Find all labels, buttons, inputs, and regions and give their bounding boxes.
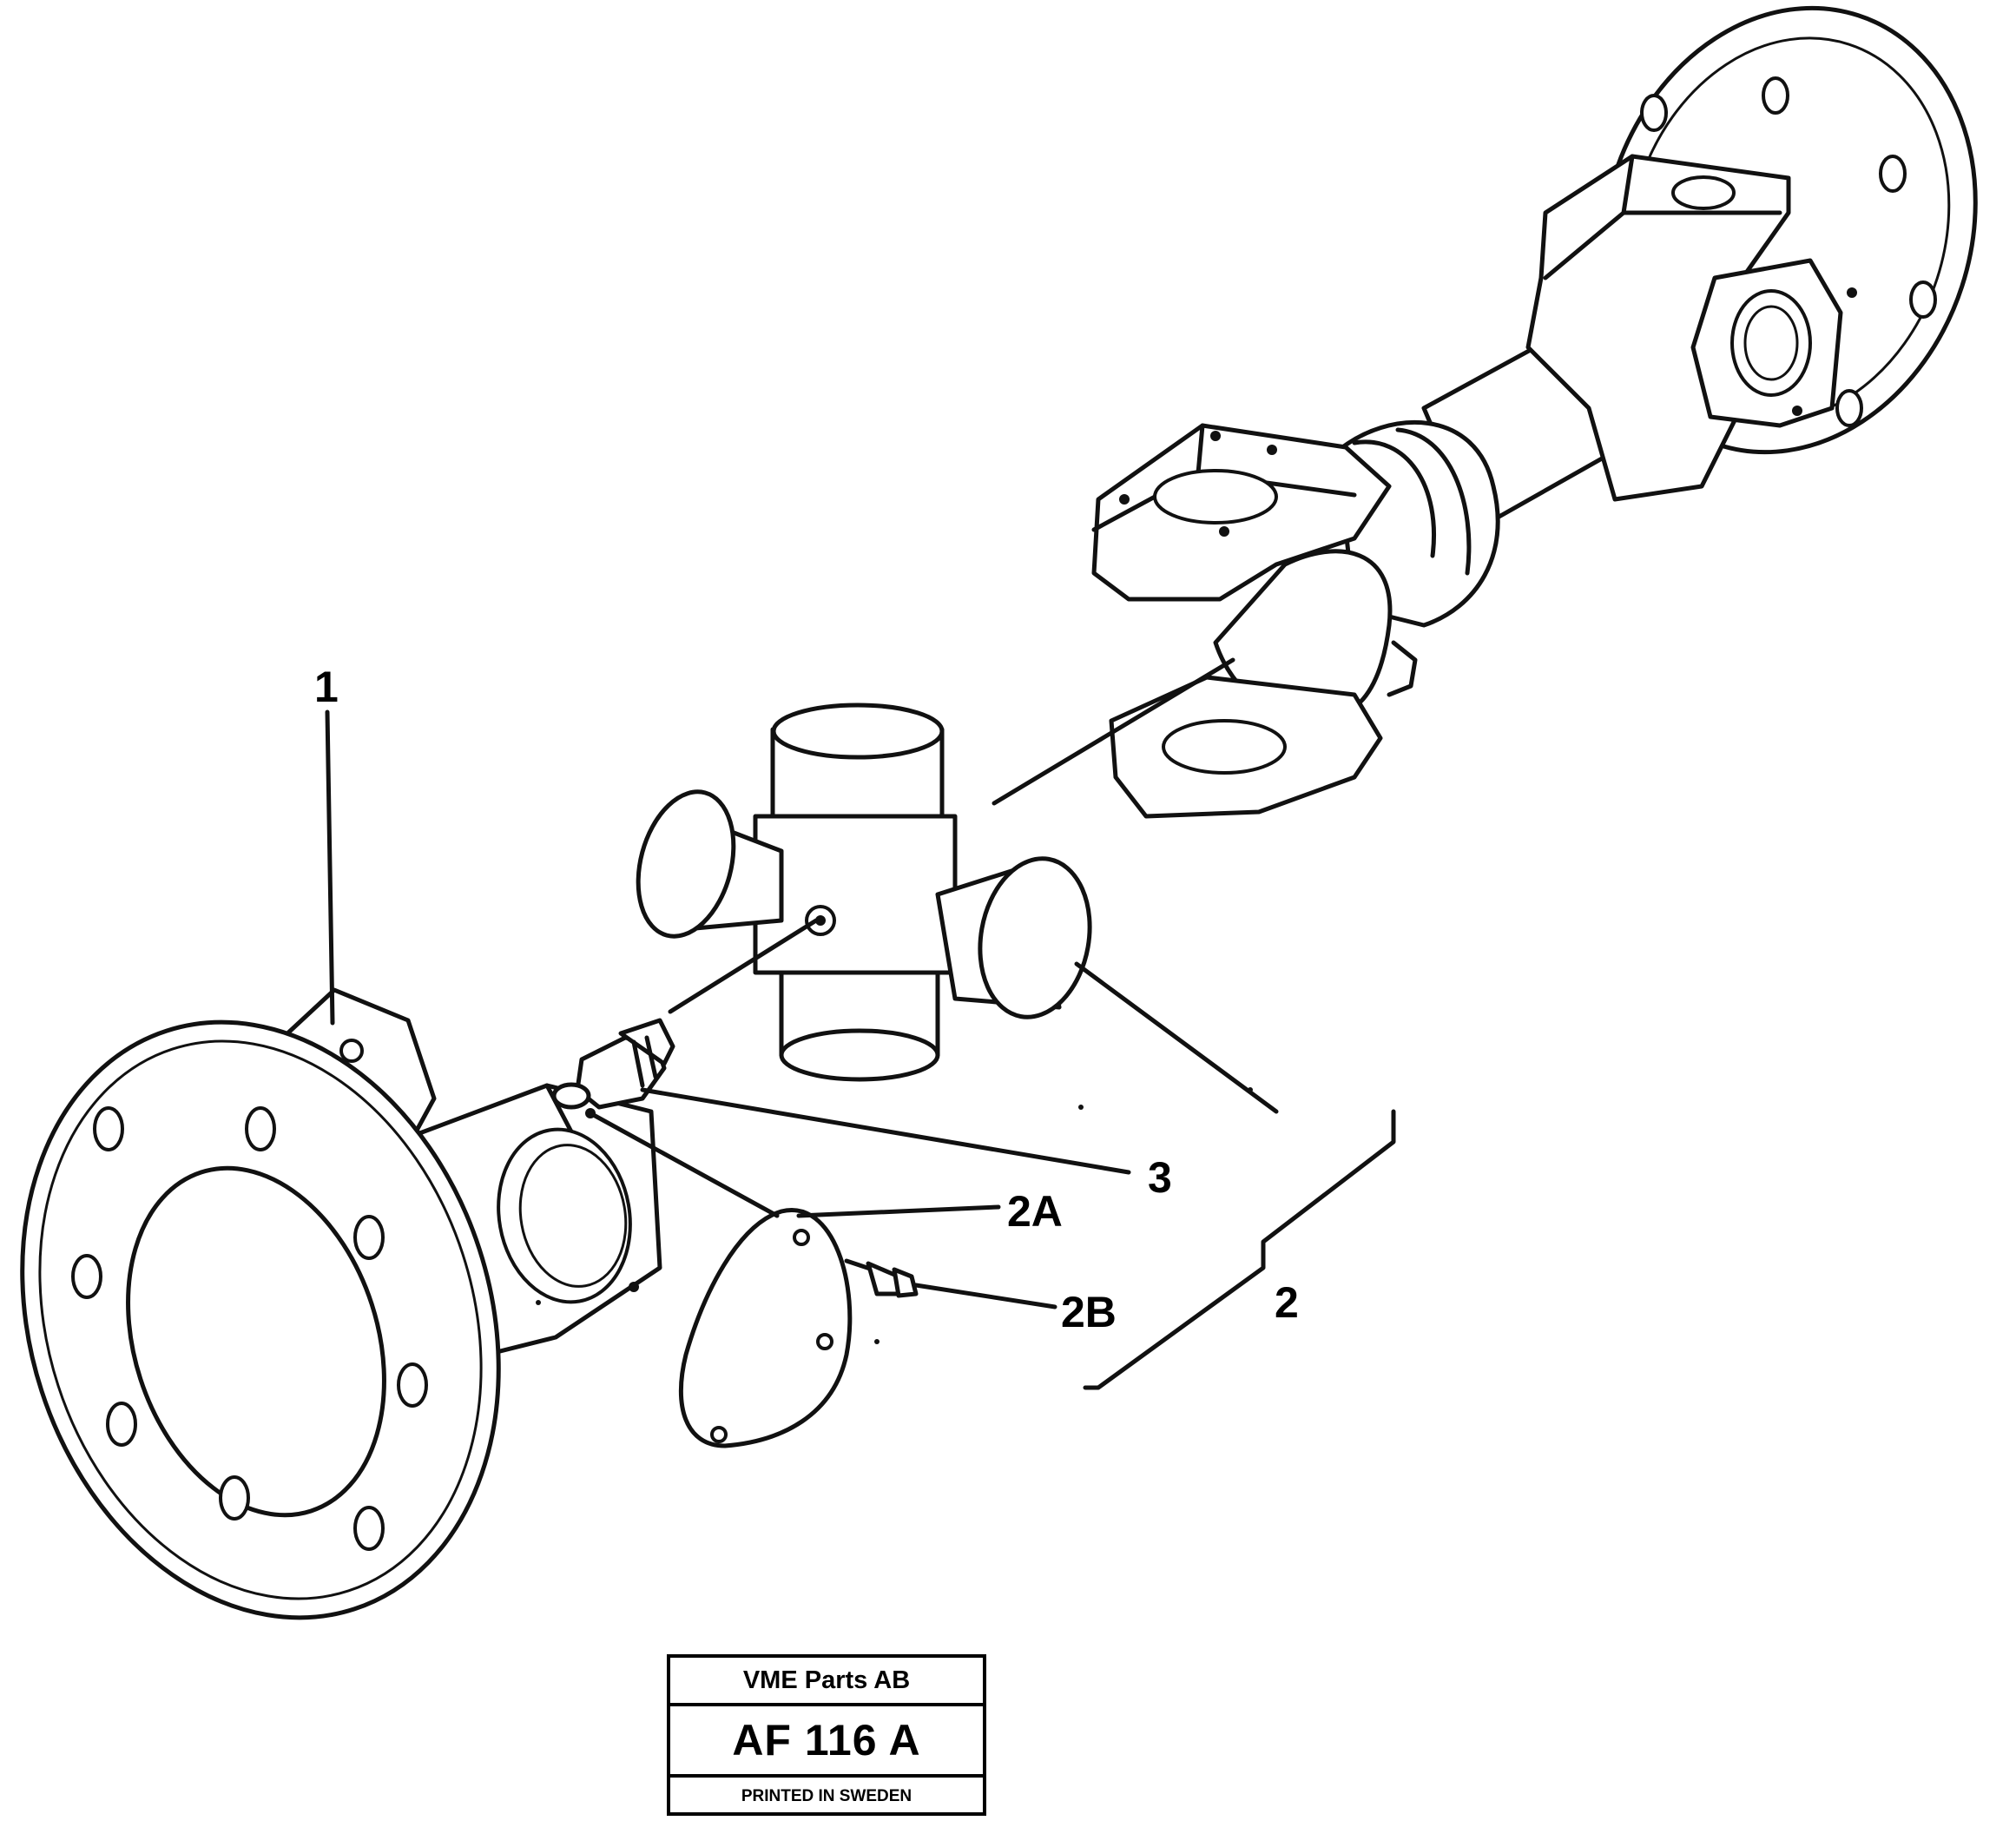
callout-2a: 2A — [1007, 1187, 1063, 1236]
callout-2b: 2B — [1061, 1288, 1117, 1336]
cover-plate — [678, 1208, 853, 1448]
grease-nipple — [551, 1018, 675, 1110]
title-block-code: AF 116 A — [670, 1706, 983, 1778]
callout-3: 3 — [1148, 1153, 1172, 1202]
universal-joint-cross — [636, 703, 1092, 1082]
title-block-company: VME Parts AB — [670, 1658, 983, 1706]
title-block-printed: PRINTED IN SWEDEN — [741, 1787, 912, 1805]
leader-lines — [325, 657, 1396, 1390]
propeller-shaft-assembly — [1091, 5, 1978, 819]
callout-1: 1 — [314, 663, 339, 711]
scan-specks — [536, 1087, 1253, 1344]
title-block: VME Parts AB AF 116 A PRINTED IN SWEDEN — [667, 1654, 986, 1816]
callout-labels: 1 3 2A 2B 2 — [314, 663, 1299, 1336]
callout-2: 2 — [1275, 1278, 1299, 1327]
flange-yoke — [20, 987, 662, 1620]
lock-screw — [844, 1258, 919, 1298]
